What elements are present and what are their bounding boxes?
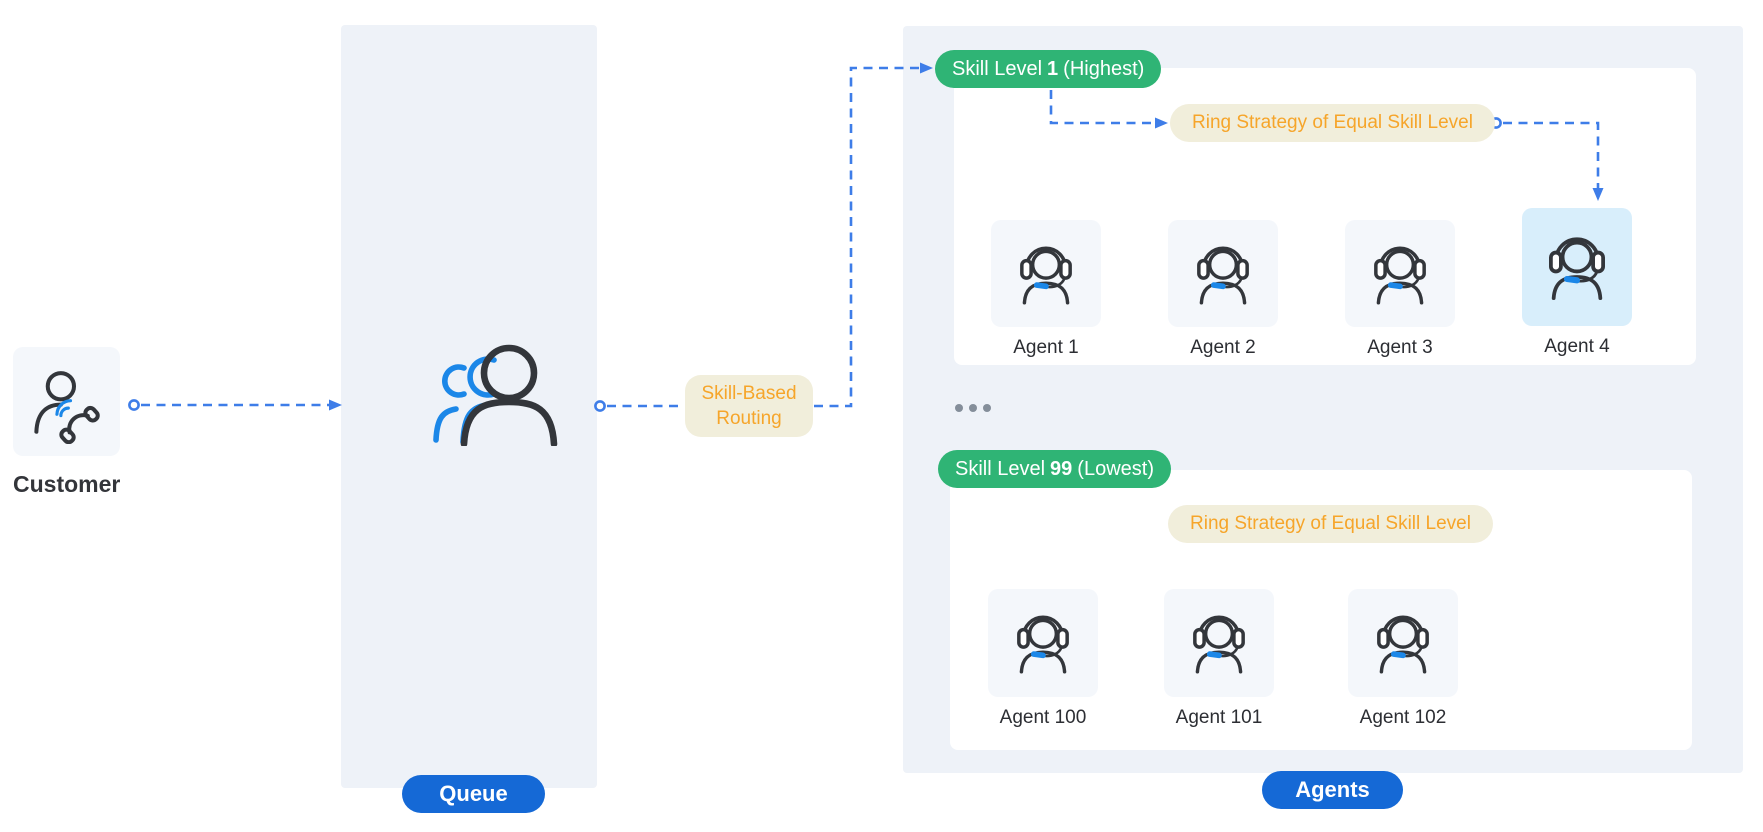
agent-label: Agent 1	[1013, 337, 1079, 358]
ring-strategy-badge-1: Ring Strategy of Equal Skill Level	[1170, 104, 1495, 142]
agent-node-2: Agent 2	[1168, 220, 1278, 359]
agent-node-1: Agent 1	[991, 220, 1101, 359]
skill-level-1-badge: Skill Level 1 (Highest)	[935, 50, 1162, 88]
skill-level-1-prefix: Skill Level	[952, 57, 1043, 80]
agent-label: Agent 101	[1175, 707, 1263, 728]
queue-badge: Queue	[402, 775, 545, 813]
skill-level-99-badge: Skill Level 99 (Lowest)	[938, 450, 1171, 488]
queue-people-icon	[433, 344, 558, 446]
agents-badge-label: Agents	[1295, 777, 1370, 802]
agent-headset-icon	[1363, 237, 1437, 311]
agent-node-4-highlighted: Agent 4	[1522, 208, 1632, 358]
agent-headset-icon	[1006, 606, 1080, 680]
agent-headset-icon	[1186, 237, 1260, 311]
person-with-phone-icon	[33, 370, 100, 444]
agent-avatar-box	[1164, 589, 1274, 697]
skill-level-99-suffix: (Lowest)	[1077, 457, 1154, 480]
ring-strategy-label-2: Ring Strategy of Equal Skill Level	[1190, 513, 1471, 534]
ellipsis-icon	[955, 404, 991, 412]
routing-line2: Routing	[716, 408, 782, 429]
agent-avatar-box-highlighted	[1522, 208, 1632, 326]
agent-label: Agent 4	[1544, 336, 1610, 357]
customer-node	[13, 347, 120, 456]
agent-label: Agent 102	[1359, 707, 1447, 728]
agent-node-102: Agent 102	[1348, 589, 1458, 729]
agent-avatar-box	[1348, 589, 1458, 697]
queue-panel	[341, 25, 597, 788]
skill-level-99-prefix: Skill Level	[955, 457, 1046, 480]
agent-headset-icon	[1182, 606, 1256, 680]
agent-headset-icon	[1366, 606, 1440, 680]
agent-label: Agent 100	[999, 707, 1087, 728]
skill-level-1-number: 1	[1047, 57, 1059, 80]
ring-strategy-badge-2: Ring Strategy of Equal Skill Level	[1168, 505, 1493, 543]
queue-badge-label: Queue	[439, 781, 508, 806]
ring-strategy-label-1: Ring Strategy of Equal Skill Level	[1192, 112, 1473, 133]
agent-label: Agent 3	[1367, 337, 1433, 358]
agent-headset-icon	[1009, 237, 1083, 311]
agent-avatar-box	[1168, 220, 1278, 327]
agent-avatar-box	[991, 220, 1101, 327]
agent-node-101: Agent 101	[1164, 589, 1274, 729]
skill-based-routing-badge: Skill-Based Routing	[685, 375, 813, 437]
agent-node-100: Agent 100	[988, 589, 1098, 729]
customer-label: Customer	[13, 471, 121, 497]
agent-avatar-box	[988, 589, 1098, 697]
skill-level-99-number: 99	[1050, 457, 1073, 480]
agent-headset-icon	[1537, 227, 1617, 307]
agent-avatar-box	[1345, 220, 1455, 327]
agent-label: Agent 2	[1190, 337, 1256, 358]
skill-level-1-suffix: (Highest)	[1063, 57, 1145, 80]
agent-node-3: Agent 3	[1345, 220, 1455, 359]
agents-badge: Agents	[1262, 771, 1403, 809]
connector-start-dot-customer	[128, 399, 140, 411]
routing-line1: Skill-Based	[701, 382, 797, 404]
